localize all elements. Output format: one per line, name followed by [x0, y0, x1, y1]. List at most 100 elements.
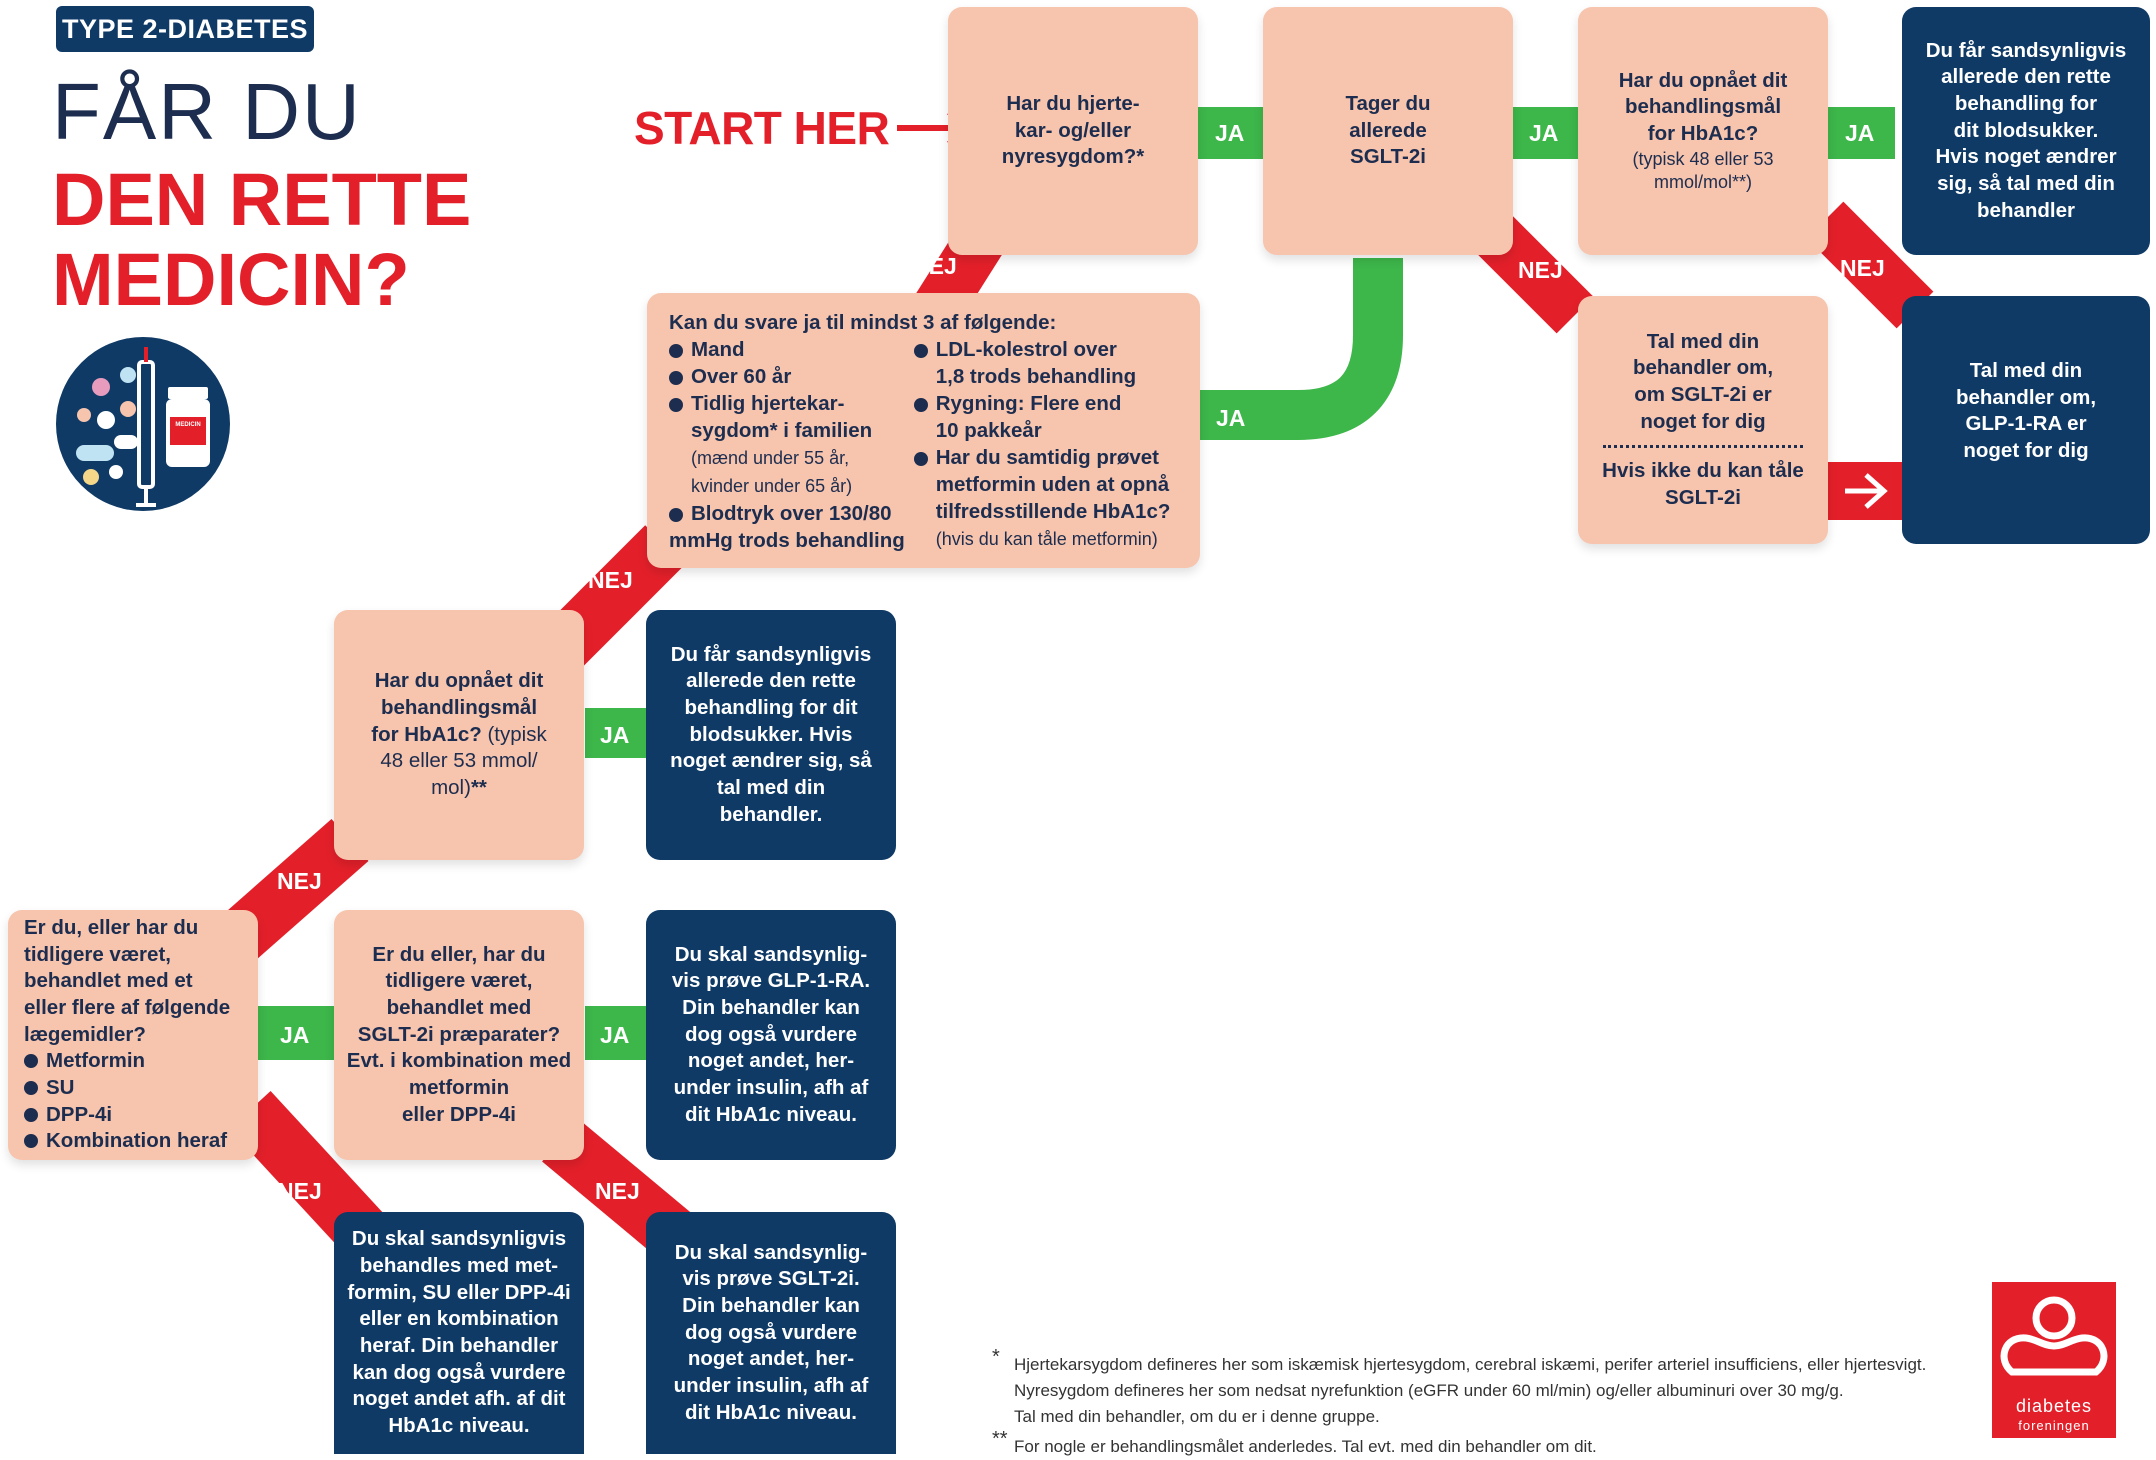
medication-item: Metformin	[24, 1048, 145, 1075]
q5-line: Tal med din	[1646, 329, 1760, 353]
question-box-heart-kidney: Har du hjerte- kar- og/eller nyresygdom?…	[948, 7, 1198, 255]
no-label: NEJ	[912, 253, 957, 279]
footnote-line: For nogle er behandlingsmålet anderledes…	[1014, 1437, 1597, 1456]
r4-line: noget andet, her-	[687, 1049, 855, 1073]
no-label: NEJ	[595, 1178, 640, 1204]
r3-line: allerede den rette	[686, 669, 856, 693]
q3-line: behandlingsmål	[1624, 95, 1782, 119]
r3-line: blodsukker. Hvis	[689, 722, 853, 746]
no-label: NEJ	[588, 567, 633, 593]
risk-item: Mand	[669, 336, 914, 363]
r5-line: formin, SU eller DPP-4i	[347, 1280, 571, 1304]
risk-item: Tidlig hjertekar-sygdom* i familien(mænd…	[669, 390, 914, 500]
logo-line-2: foreningen	[2018, 1418, 2090, 1433]
title-line-2: DEN RETTE	[52, 158, 472, 241]
r3-line: behandler.	[719, 802, 823, 826]
q6-line: for HbA1c? (typisk	[371, 722, 547, 746]
footnote-line: Hjertekarsygdom defineres her som iskæmi…	[1014, 1355, 1927, 1374]
r4-line: Du skal sandsynlig-	[674, 942, 868, 966]
q7-line: tidligere været,	[24, 942, 171, 966]
result-box-glp1-talk: Tal med din behandler om, GLP-1-RA er no…	[1902, 296, 2150, 544]
q1-line: nyresygdom?*	[1001, 145, 1145, 169]
q8-line: behandlet med	[386, 996, 532, 1020]
medicine-icon	[56, 337, 230, 511]
no-label: NEJ	[1518, 257, 1563, 283]
footnote-dstar: For nogle er behandlingsmålet anderledes…	[1014, 1434, 1597, 1460]
type-badge: TYPE 2-DIABETES	[56, 6, 314, 52]
r5-line: heraf. Din behandler	[359, 1334, 559, 1357]
question-box-taking-sglt2: Tager du allerede SGLT-2i	[1263, 7, 1513, 255]
q2-line: Tager du	[1345, 92, 1431, 116]
yes-connector-q3-r1	[1825, 107, 1895, 159]
q8-line: Er du eller, har du	[372, 942, 546, 966]
yes-label: JA	[600, 1022, 630, 1048]
yes-label: JA	[1216, 405, 1246, 431]
r2-line: GLP-1-RA er	[1965, 412, 2087, 436]
q7-line: Er du, eller har du	[24, 916, 199, 940]
yes-label: JA	[1215, 120, 1245, 146]
q5-line: Hvis ikke du kan tåle	[1602, 459, 1804, 483]
r1-line: Hvis noget ændrer	[1935, 145, 2117, 169]
r6-line: Du skal sandsynlig-	[674, 1240, 868, 1264]
q5-line: behandler om,	[1632, 356, 1774, 380]
q3-line: Har du opnået dit	[1618, 68, 1788, 92]
r6-line: dit HbA1c niveau.	[684, 1400, 857, 1424]
q2-line: SGLT-2i	[1350, 145, 1426, 169]
q6-note: 48 eller 53 mmol/	[380, 749, 538, 773]
q1-line: Har du hjerte-	[1006, 92, 1140, 116]
r2-line: behandler om,	[1955, 385, 2097, 409]
r1-line: Du får sandsynligvis	[1925, 38, 2127, 62]
q8-line: eller DPP-4i	[402, 1102, 516, 1126]
no-label: NEJ	[277, 868, 322, 894]
r3-line: tal med din	[716, 775, 826, 799]
r6-line: Din behandler kan	[682, 1294, 860, 1318]
r3-line: behandling for dit	[684, 696, 858, 720]
result-box-try-sglt2: Du skal sandsynlig- vis prøve SGLT-2i. D…	[646, 1212, 896, 1454]
footnote-line: Tal med din behandler, om du er i denne …	[1014, 1407, 1380, 1426]
medicine-icon-label: MEDICIN	[175, 422, 201, 428]
logo-mark-icon	[2000, 1296, 2108, 1376]
q7-line: lægemidler?	[24, 1022, 146, 1046]
q1-line: kar- og/eller	[1014, 118, 1132, 142]
r2-line: noget for dig	[1963, 438, 2089, 462]
question-box-sglt2-history: Er du eller, har du tidligere været, beh…	[334, 910, 584, 1160]
q8-line: Evt. i kombination med	[346, 1049, 572, 1073]
r6-line: dog også vurdere	[684, 1320, 857, 1344]
result-box-try-glp1: Du skal sandsynlig- vis prøve GLP-1-RA. …	[646, 910, 896, 1160]
q8-line: tidligere været,	[385, 969, 533, 993]
yes-label: JA	[1529, 120, 1559, 146]
q3-note: (typisk 48 eller 53	[1632, 148, 1774, 169]
r5-line: noget andet afh. af dit	[352, 1387, 566, 1411]
q6-note: mol)**	[431, 775, 487, 799]
r3-line: noget ændrer sig, så	[670, 749, 872, 773]
footnote-dstar-mark: **	[992, 1428, 1008, 1450]
yes-label: JA	[280, 1022, 310, 1048]
r5-line: HbA1c niveau.	[388, 1413, 530, 1437]
r5-line: Du skal sandsynligvis	[351, 1227, 567, 1251]
result-box-right-treatment-middle: Du får sandsynligvis allerede den rette …	[646, 610, 896, 860]
no-label: NEJ	[277, 1178, 322, 1204]
footnote-star: Hjertekarsygdom defineres her som iskæmi…	[1014, 1352, 1926, 1430]
question-box-hba1c-goal-top: Har du opnået dit behandlingsmål for HbA…	[1578, 7, 1828, 255]
yes-connector-q6-r3	[585, 708, 648, 758]
yes-label: JA	[1845, 120, 1875, 146]
r6-line: vis prøve SGLT-2i.	[682, 1267, 860, 1291]
arrow-right-icon	[1845, 473, 1888, 509]
r4-line: vis prøve GLP-1-RA.	[671, 969, 871, 993]
r1-line: dit blodsukker.	[1953, 118, 2099, 142]
r5-line: eller en kombination	[359, 1307, 559, 1331]
footnote-star-mark: *	[992, 1346, 1000, 1368]
q4-column-left: Mand Over 60 år Tidlig hjertekar-sygdom*…	[669, 336, 914, 554]
yes-connector-q1-q2	[1195, 107, 1265, 159]
no-connector-q3-r2	[1806, 201, 1934, 329]
result-box-right-treatment-top: Du får sandsynligvis allerede den rette …	[1902, 7, 2150, 255]
yes-connector-q8-r4	[585, 1006, 648, 1060]
r1-line: behandling for	[1954, 92, 2098, 116]
r1-line: allerede den rette	[1941, 65, 2111, 89]
r1-line: sig, så tal med din	[1937, 171, 2115, 195]
r3-line: Du får sandsynligvis	[670, 642, 872, 666]
